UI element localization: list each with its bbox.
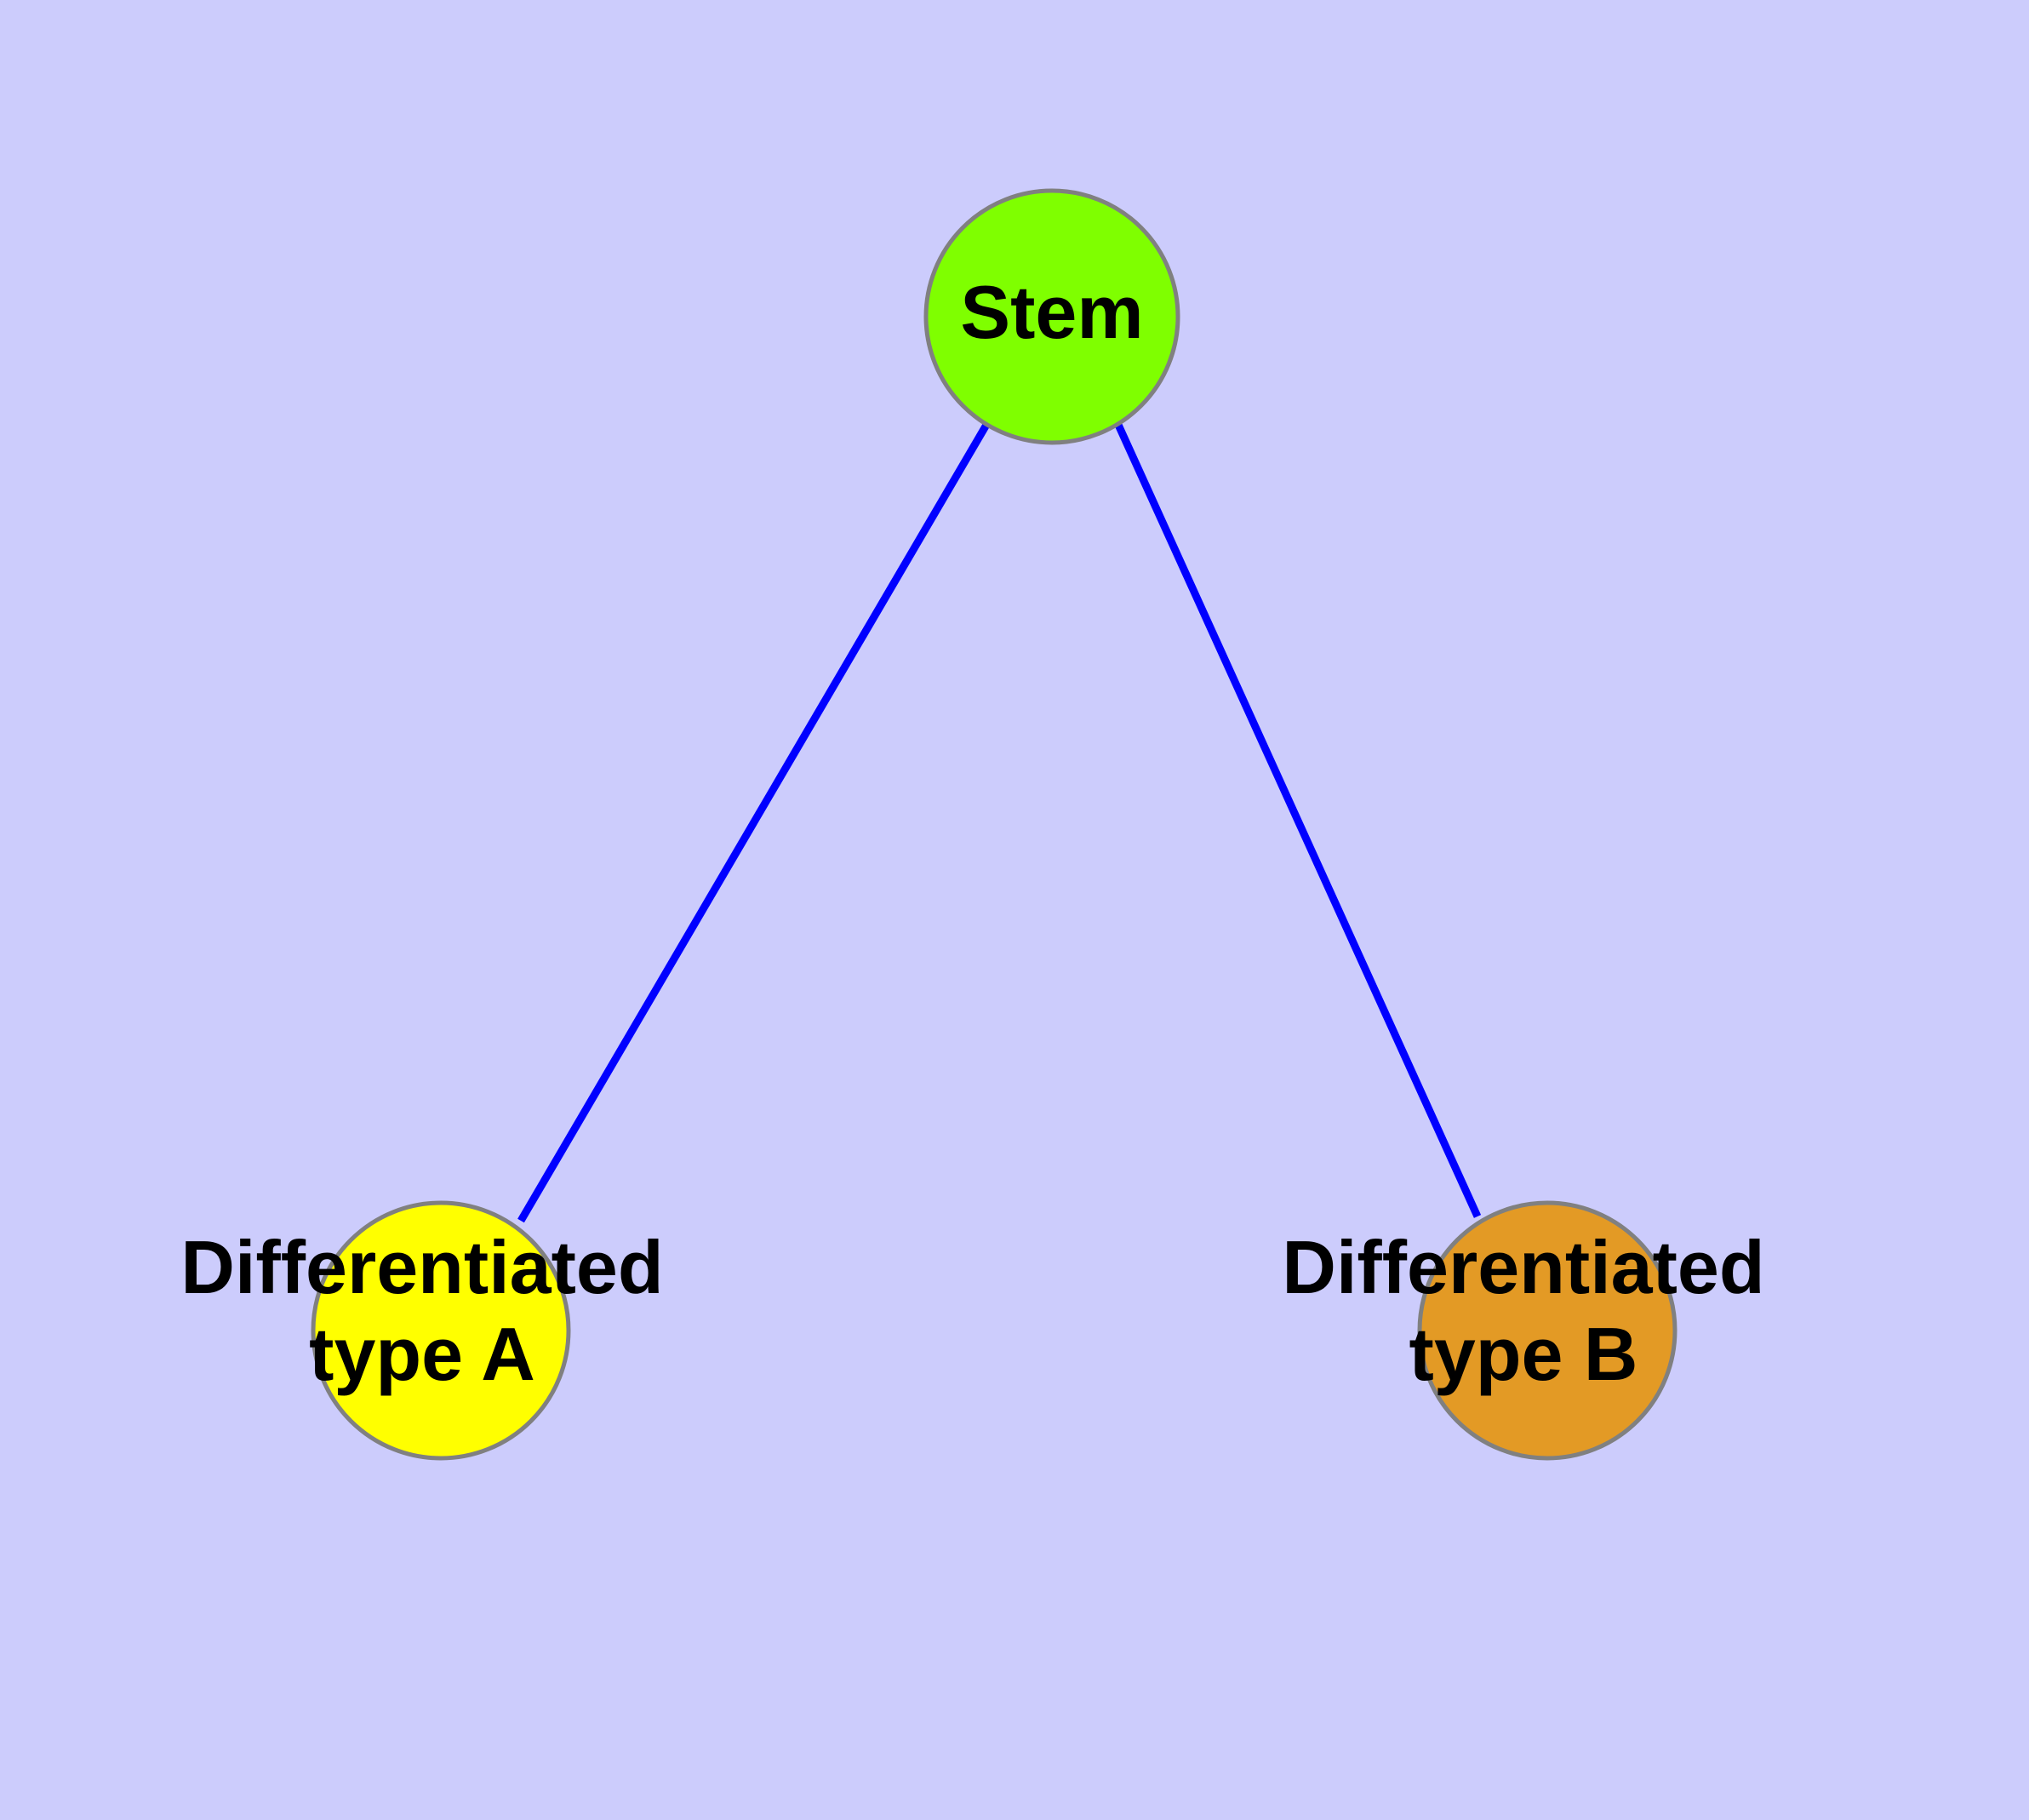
node-label-line: Differentiated xyxy=(180,1225,663,1309)
node-label-line: Differentiated xyxy=(1282,1225,1764,1309)
edge-stem-to-diff-b xyxy=(1114,423,1482,1218)
node-stem[interactable] xyxy=(923,188,1180,445)
node-label-stem: Stem xyxy=(960,270,1143,354)
edges-layer xyxy=(517,422,1482,1223)
node-label-line: type A xyxy=(309,1312,535,1396)
node-diff-b[interactable] xyxy=(1417,1200,1677,1461)
node-label-line: Stem xyxy=(960,270,1143,354)
node-diff-a[interactable] xyxy=(311,1200,571,1461)
node-label-line: type B xyxy=(1409,1312,1638,1396)
nodes-layer xyxy=(311,188,1677,1461)
edge-stem-to-diff-a xyxy=(517,422,990,1223)
